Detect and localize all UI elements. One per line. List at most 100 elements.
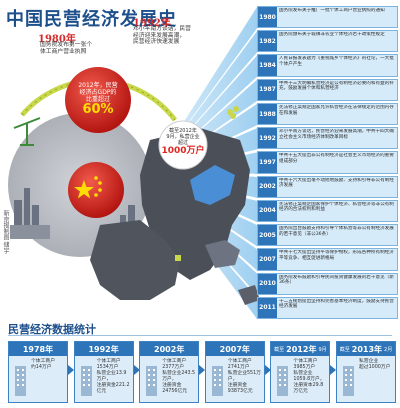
gdp-value: 60% xyxy=(82,102,114,117)
world-map xyxy=(90,128,260,305)
note-1980: 国务院发布第一张个 体工商户营业执照 xyxy=(40,42,96,55)
timeline-text: 中共十五大提出非公有制经济是社会主义市场经济的重要组成部分 xyxy=(279,153,394,164)
stat-body: 个体工商户2377万户私营企业243.5万户，注册资金24756亿元 xyxy=(162,359,196,395)
illustration xyxy=(8,7,260,319)
stat-body: 私营企业超过1000万户 xyxy=(359,359,393,371)
flower-icon xyxy=(227,106,239,119)
timeline-year: 1992 xyxy=(258,128,277,149)
stat-body: 个体工商户约14万户 xyxy=(31,359,65,371)
stat-line: 超过1000万户 xyxy=(359,365,391,370)
timeline-year: 2002 xyxy=(258,176,277,197)
note-1992-line: 邓小平南方谈话，民营 xyxy=(133,26,191,32)
gdp-bubble-text: 2012年，民营 经济占GDP的 比重超过 60% xyxy=(70,82,126,117)
timeline-year: 2004 xyxy=(258,200,277,222)
timeline-year: 2007 xyxy=(258,249,277,270)
enterprise-label-line: 超过 xyxy=(177,140,188,146)
stat-card: 2002年个体工商户2377万户私营企业243.5万户，注册资金24756亿元 xyxy=(139,341,200,403)
year-1992-label: 1992年 xyxy=(133,18,171,29)
flag-stars-icon xyxy=(74,176,102,199)
timeline-text: 十二五规划提出坚持和完善基本经济制度，鼓励支持民营经济发展 xyxy=(279,298,394,310)
stat-card-header: 2007年 xyxy=(205,342,264,356)
stat-line: 个体工商户1534万户 xyxy=(96,359,121,370)
timeline-year: 2005 xyxy=(258,225,277,246)
year-1980-label: 1980年 xyxy=(38,34,76,45)
stat-line: 私营企业551万户， xyxy=(227,371,261,382)
divider xyxy=(8,335,392,336)
stat-line: 个体工商户 xyxy=(31,359,55,364)
timeline-year: 2010 xyxy=(258,273,277,294)
flag-bubble xyxy=(68,162,124,218)
stat-body: 个体工商户1534万户私营企业13.9万户，注册资金221.2亿元 xyxy=(97,359,131,395)
stat-line: 注册资金221.2亿元 xyxy=(96,383,130,394)
stat-year: 2013年 xyxy=(351,344,383,354)
building-icon xyxy=(13,362,28,396)
stat-year: 2002年 xyxy=(154,344,185,354)
building-icon xyxy=(275,362,290,396)
stat-arrow-icon xyxy=(133,365,140,375)
timeline-text: 宪法修正案规定国家允许私营经济在法律规定的范围内存在和发展 xyxy=(279,104,394,116)
stat-arrow-icon xyxy=(264,365,271,375)
building-icon xyxy=(144,362,159,396)
stat-line: 个体工商户3985万户 xyxy=(293,359,318,370)
stat-year: 2012年 xyxy=(286,344,317,354)
gdp-bubble xyxy=(65,67,131,133)
stat-line: 私营企业13.9万户， xyxy=(96,371,127,382)
building-icon xyxy=(210,362,225,396)
enterprise-value: 1000万户 xyxy=(161,146,205,156)
building-icon xyxy=(341,362,356,396)
timeline-year: 1988 xyxy=(258,103,277,125)
stat-line: 个体工商户2377万户 xyxy=(162,359,187,370)
stat-arrow-icon xyxy=(330,365,337,375)
stat-suffix: 2月 xyxy=(384,346,393,353)
stat-prefix: 截至 xyxy=(339,346,350,353)
page-title: 中国民营经济发展史 xyxy=(6,9,177,30)
gdp-label-line: 2012年，民营 xyxy=(78,82,118,89)
stat-prefix: 截至 xyxy=(274,346,285,353)
stat-card: 2007年个体工商户2741万户私营企业551万户，注册资金93873亿元 xyxy=(204,341,265,403)
timeline-text: 中共十七大提出坚持平等保护物权，形成各种所有制经济平等竞争、相互促进新格局 xyxy=(279,250,394,261)
stat-line: 注册资本29.8万亿元 xyxy=(293,383,324,394)
timeline-text: 宪法修正案规定国家保护个体经济、私营经济等非公有制经济的合法权利和利益 xyxy=(279,201,394,213)
stat-line: 私营企业1059.8万户， xyxy=(293,371,325,382)
timeline-year: 1984 xyxy=(258,55,277,76)
credit: 新京报制图 储宇 xyxy=(2,210,9,254)
timeline-year: 1982 xyxy=(258,31,277,52)
stat-line: 个体工商户2741万户 xyxy=(227,359,252,370)
stat-line: 私营企业 xyxy=(359,359,379,364)
enterprise-bubble-text: 截至2012年 9月，私营企业 超过 1000万户 xyxy=(161,128,205,157)
enterprise-label-line: 截至2012年 xyxy=(169,128,197,134)
stat-year: 1992年 xyxy=(88,344,119,354)
timeline-text: 国务院发布关于推广一批个体工商户营业执照的通知 xyxy=(279,8,385,13)
stat-card: 1978年个体工商户约14万户 xyxy=(8,341,68,403)
stat-card: 1992年个体工商户1534万户私营企业13.9万户，注册资金221.2亿元 xyxy=(73,341,134,403)
stat-card-header: 1978年 xyxy=(9,342,67,356)
gdp-label-line: 比重超过 xyxy=(85,96,110,103)
stat-body: 个体工商户2741万户私营企业551万户，注册资金93873亿元 xyxy=(228,359,262,395)
timeline-year: 1987 xyxy=(258,79,277,100)
timeline-year: 1980 xyxy=(258,7,277,28)
note-1992-line: 经济迎来发展高潮， xyxy=(133,32,186,39)
note-1980-line: 国务院发布第一张个 xyxy=(40,42,93,48)
note-1980-line: 体工商户营业执照 xyxy=(40,48,87,55)
gdp-label-line: 经济占GDP的 xyxy=(79,89,117,96)
stat-line: 注册资金93873亿元 xyxy=(227,383,253,394)
timeline-text: 邓小平南方谈话，民营经济迎来发展高潮，中共十四大确立社会主义市场经济体制改革目标 xyxy=(279,129,394,140)
timeline-text: 国务院出台鼓励支持和引导个体私营等非公有制经济发展的若干意见（非公36条） xyxy=(279,226,394,237)
stat-arrow-icon xyxy=(199,365,206,375)
stat-year: 2007年 xyxy=(219,344,250,354)
stat-body: 个体工商户3985万户私营企业1059.8万户，注册资本29.8万亿元 xyxy=(293,359,327,395)
enterprise-label-line: 9月，私营企业 xyxy=(166,134,200,140)
